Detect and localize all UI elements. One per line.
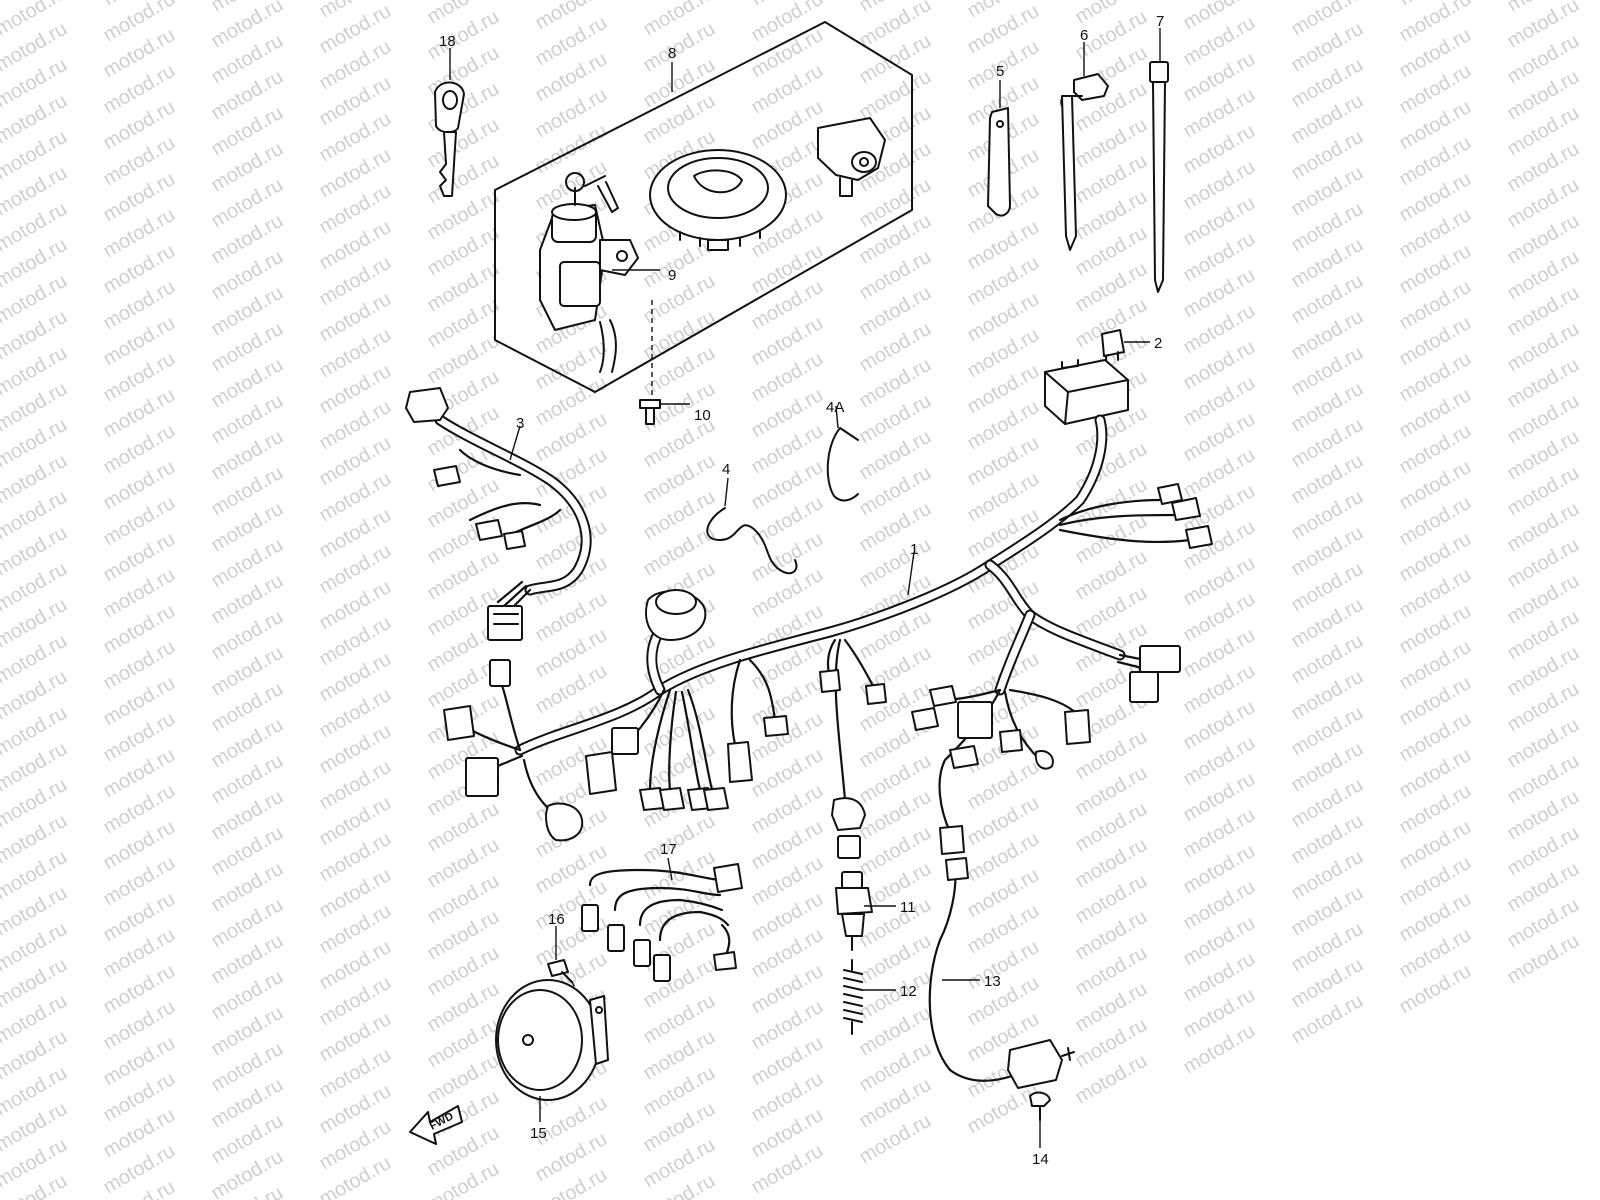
callout-17: 17 [660, 841, 677, 858]
wire-clip-4 [706, 507, 798, 575]
fuse-box [1044, 359, 1129, 425]
callout-5: 5 [996, 63, 1004, 80]
spring-12 [843, 959, 863, 1035]
wire-clip-4a [826, 427, 859, 502]
ignition-switch [539, 172, 639, 373]
callout-7: 7 [1156, 13, 1164, 30]
callout-1: 1 [910, 541, 918, 558]
main-wiring-harness [443, 414, 1213, 859]
callout-11: 11 [900, 899, 916, 916]
callout-9: 9 [668, 267, 676, 284]
ignition-key [434, 81, 465, 197]
callout-labels: 18 8 9 10 5 6 7 2 3 4A 4 1 11 12 13 14 1… [439, 13, 1164, 1168]
clamp-5 [987, 107, 1011, 217]
lock-set-box [494, 21, 913, 393]
callout-18: 18 [439, 33, 456, 50]
switch-11 [835, 871, 873, 951]
lead-wire-13 [928, 857, 1017, 1082]
horn-15 [495, 979, 609, 1101]
callout-15: 15 [530, 1125, 547, 1142]
callout-8: 8 [668, 45, 676, 62]
seat-lock [817, 117, 886, 197]
leader-lines [449, 28, 1161, 1148]
callout-4a: 4A [826, 399, 844, 416]
callout-2: 2 [1154, 335, 1162, 352]
callout-10: 10 [694, 407, 711, 424]
callout-6: 6 [1080, 27, 1088, 44]
sub-harness-3 [405, 387, 592, 641]
sensor-14 [1007, 1039, 1075, 1121]
callout-13: 13 [984, 973, 1001, 990]
cable-tie-7 [1149, 61, 1169, 293]
bolt-16 [547, 959, 573, 983]
fuel-tank-cap [649, 149, 787, 251]
callout-16: 16 [548, 911, 565, 928]
screw-10 [639, 399, 661, 425]
callout-14: 14 [1032, 1151, 1049, 1168]
callout-12: 12 [900, 983, 917, 1000]
clamp-6 [1060, 73, 1109, 251]
sub-harness-17 [581, 863, 743, 982]
callout-4: 4 [722, 461, 730, 478]
callout-3: 3 [516, 415, 524, 432]
